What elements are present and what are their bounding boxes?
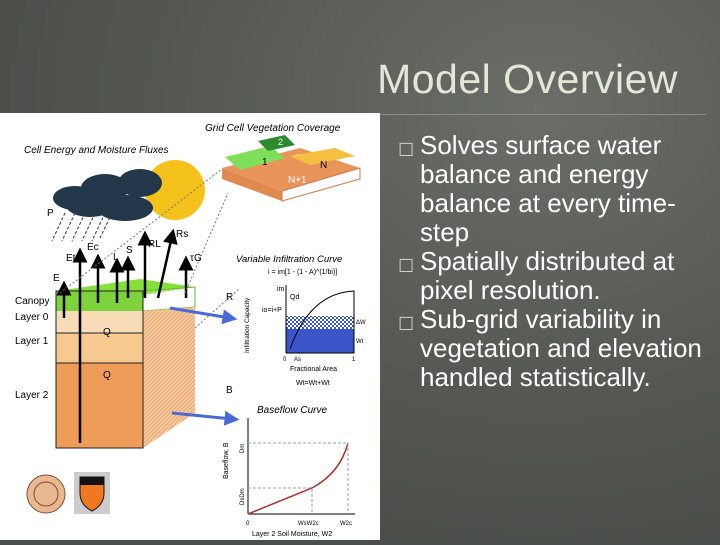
fluxes-title: Cell Energy and Moisture Fluxes [24, 145, 169, 156]
svg-text:1: 1 [352, 357, 356, 363]
bullet-list: ☐Solves surface water balance and energy… [398, 131, 718, 392]
svg-text:Rs: Rs [176, 229, 188, 240]
svg-text:ΔW: ΔW [356, 320, 366, 326]
svg-text:Infiltration Capacity: Infiltration Capacity [244, 297, 251, 353]
svg-text:0: 0 [283, 357, 287, 363]
svg-text:Et: Et [66, 253, 76, 264]
svg-text:Qd: Qd [290, 294, 299, 301]
svg-text:As: As [294, 357, 301, 363]
svg-text:Layer 2 Soil Moisture, W2: Layer 2 Soil Moisture, W2 [252, 531, 332, 538]
university-seal-logo [26, 474, 66, 514]
bullet-text: Spatially distributed at pixel resolutio… [420, 246, 675, 305]
square-bullet-icon: ☐ [398, 140, 415, 160]
svg-text:Variable Infiltration Curve: Variable Infiltration Curve [236, 254, 342, 265]
svg-text:Canopy: Canopy [15, 296, 49, 307]
coverage-label: ... [295, 148, 302, 157]
svg-text:Wt=Wt+Wt: Wt=Wt+Wt [296, 380, 330, 387]
svg-text:S: S [126, 245, 133, 256]
svg-text:Dm: Dm [240, 444, 246, 453]
svg-text:Layer 0: Layer 0 [15, 312, 49, 323]
svg-text:Fractional Area: Fractional Area [290, 366, 337, 373]
vegetation-coverage-block: 1 2 ... N N+1 [222, 135, 361, 202]
svg-text:Layer 2: Layer 2 [15, 390, 49, 401]
square-bullet-icon: ☐ [398, 314, 415, 334]
svg-text:DsDm: DsDm [240, 488, 246, 505]
flux-arrows [56, 228, 194, 443]
svg-text:Layer 1: Layer 1 [15, 336, 49, 347]
princeton-shield-logo [74, 472, 110, 514]
svg-text:L: L [113, 252, 119, 263]
title-divider [380, 114, 706, 115]
svg-text:Baseflow, B: Baseflow, B [223, 442, 230, 479]
svg-text:RL: RL [148, 239, 161, 250]
svg-text:Q: Q [103, 370, 111, 381]
coverage-label: N+1 [288, 175, 307, 186]
svg-text:P: P [47, 208, 54, 219]
cloud-icon [53, 169, 162, 221]
coverage-label: 2 [278, 137, 283, 147]
square-bullet-icon: ☐ [398, 256, 415, 276]
svg-text:τG: τG [190, 253, 202, 264]
bullet-item: ☐Sub-grid variability in vegetation and … [398, 305, 718, 392]
infiltration-curve-chart: Variable Infiltration Curve i = im[1 - (… [236, 254, 366, 387]
svg-text:R: R [226, 292, 233, 303]
runoff-arrows [169, 306, 240, 426]
svg-text:Ec: Ec [87, 242, 99, 253]
rain-icon [51, 212, 113, 242]
svg-text:Baseflow Curve: Baseflow Curve [257, 405, 327, 416]
bullet-item: ☐Spatially distributed at pixel resoluti… [398, 247, 718, 305]
svg-text:Wt: Wt [356, 339, 364, 345]
svg-text:i = im[1 - (1 - A)^(1/bi)]: i = im[1 - (1 - A)^(1/bi)] [268, 269, 337, 276]
svg-text:Q: Q [103, 327, 111, 338]
svg-text:im: im [277, 286, 285, 293]
svg-text:W2c: W2c [340, 521, 352, 527]
svg-text:WsW2c: WsW2c [298, 521, 319, 527]
soil-column [55, 279, 196, 449]
coverage-label: 1 [262, 157, 268, 168]
bullet-item: ☐Solves surface water balance and energy… [398, 131, 718, 247]
bullet-text: Solves surface water balance and energy … [420, 130, 676, 247]
flux-labels: P E Et Ec L S RL Rs τG R B Q Q [47, 208, 233, 396]
vic-model-figure: Cell Energy and Moisture Fluxes Grid Cel… [0, 113, 380, 540]
svg-text:B: B [226, 385, 233, 396]
svg-text:E: E [53, 273, 60, 284]
svg-text:io=i+P: io=i+P [262, 307, 282, 314]
slide-title: Model Overview [377, 56, 678, 102]
bullet-text: Sub-grid variability in vegetation and e… [420, 304, 702, 392]
layer-labels: Canopy Layer 0 Layer 1 Layer 2 [15, 296, 49, 401]
coverage-title: Grid Cell Vegetation Coverage [205, 123, 341, 134]
coverage-label: N [320, 160, 327, 171]
baseflow-curve-chart: Baseflow Curve Baseflow, B Dm DsDm 0 WsW… [223, 405, 355, 538]
sun-icon [145, 160, 205, 220]
svg-text:0: 0 [246, 521, 250, 527]
